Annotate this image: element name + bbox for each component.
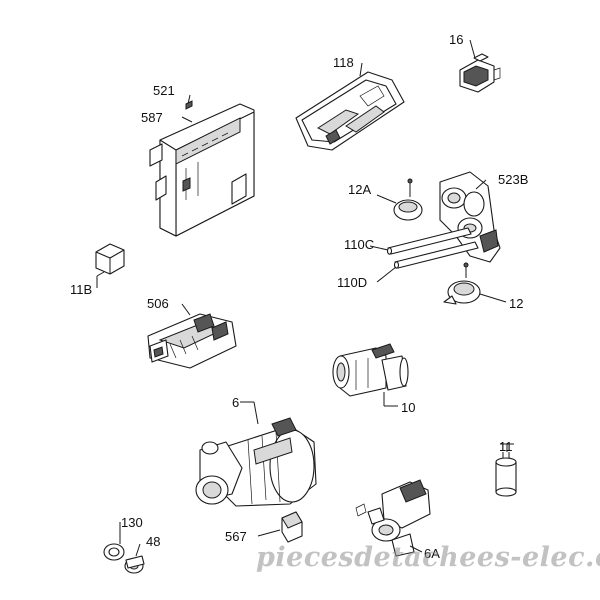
part-12a-pressure-switch: [376, 178, 423, 221]
part-506-terminal-block: [147, 303, 237, 369]
label-523b: 523B: [498, 172, 528, 187]
label-12a: 12A: [348, 182, 371, 197]
part-118-housing: [295, 62, 405, 151]
part-587-control-board: [149, 94, 255, 237]
label-506: 506: [147, 296, 169, 311]
label-110c: 110C: [344, 237, 374, 252]
part-6a-drain-component: [355, 479, 431, 557]
watermark: piecesdetachees-elec.com: [256, 542, 600, 573]
label-11: 11: [499, 439, 513, 454]
label-12: 12: [509, 296, 523, 311]
label-6a: 6A: [424, 546, 440, 561]
label-567: 567: [225, 529, 247, 544]
label-110d: 110D: [337, 275, 367, 290]
part-567-clip: [257, 511, 303, 543]
label-6: 6: [232, 395, 239, 410]
label-11b: 11B: [70, 282, 92, 297]
label-130: 130: [121, 515, 143, 530]
part-523b-bracket: [439, 171, 501, 263]
part-11-capacitor: [495, 443, 517, 497]
part-48-plug: [124, 543, 145, 574]
part-6-circulation-pump: [195, 401, 317, 507]
part-16-sensor: [459, 39, 501, 93]
part-12-pressure-switch: [443, 262, 507, 305]
label-10: 10: [401, 400, 415, 415]
part-11b-relay: [95, 243, 125, 288]
label-16: 16: [449, 32, 463, 47]
part-130-seal: [103, 522, 125, 561]
label-118: 118: [333, 55, 354, 70]
label-521: 521: [153, 83, 175, 98]
part-110-tubes: [369, 227, 479, 283]
label-587: 587: [141, 110, 163, 125]
part-10-drain-pump: [332, 343, 409, 407]
label-48: 48: [146, 534, 160, 549]
